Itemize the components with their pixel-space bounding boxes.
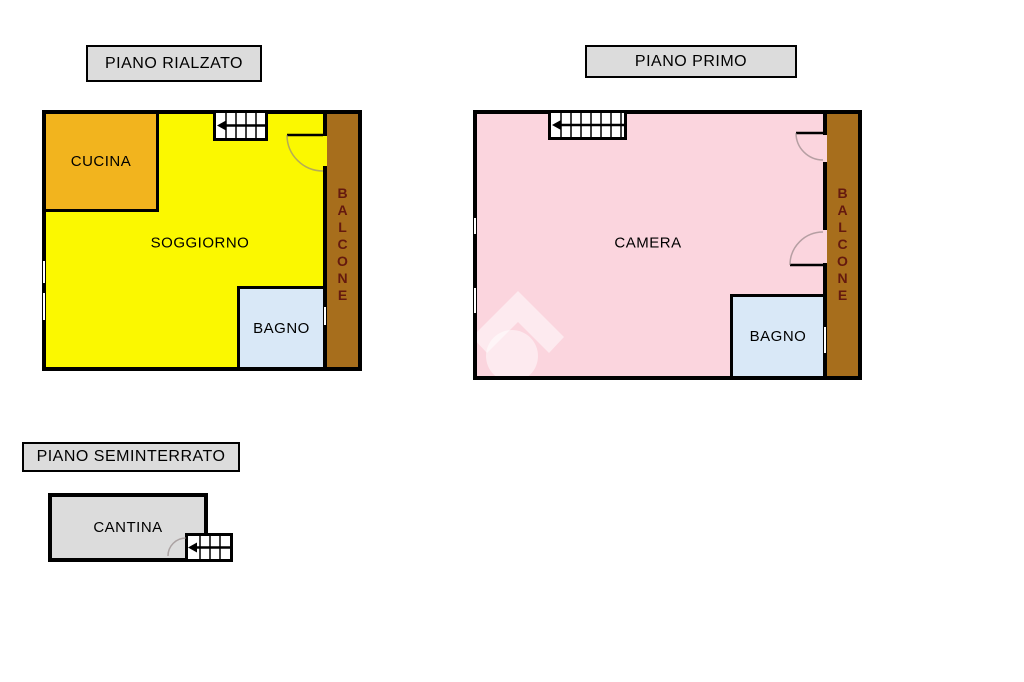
plan-primo-interior: BALCONE BAGNO CAMERA bbox=[477, 114, 858, 376]
floor-label-rialzato-text: PIANO RIALZATO bbox=[105, 54, 243, 72]
window-icon bbox=[324, 307, 326, 325]
door-opening bbox=[823, 135, 827, 162]
room-bagno-primo: BAGNO bbox=[730, 294, 823, 376]
room-cantina-label: CANTINA bbox=[93, 519, 163, 536]
door-opening bbox=[823, 230, 827, 263]
house-logo-watermark bbox=[477, 291, 564, 376]
window-icon bbox=[474, 288, 476, 313]
window-icon bbox=[474, 218, 476, 234]
plan-cantina: CANTINA bbox=[48, 493, 208, 562]
room-soggiorno-label: SOGGIORNO bbox=[150, 234, 250, 252]
room-bagno-primo-label: BAGNO bbox=[749, 328, 807, 345]
plan-rialzato-interior: CUCINA BALCONE BAGNO SOGGIORNO bbox=[46, 114, 358, 367]
stairs-icon bbox=[185, 533, 233, 562]
window-icon bbox=[43, 261, 45, 283]
room-balcone-rialzato: BALCONE bbox=[323, 114, 358, 367]
floor-label-seminterrato-text: PIANO SEMINTERRATO bbox=[36, 448, 226, 465]
room-camera-label: CAMERA bbox=[614, 234, 682, 252]
room-cucina-label: CUCINA bbox=[70, 153, 132, 170]
window-icon bbox=[43, 293, 45, 320]
plan-rialzato: CUCINA BALCONE BAGNO SOGGIORNO bbox=[42, 110, 362, 371]
plan-primo: BALCONE BAGNO CAMERA bbox=[473, 110, 862, 380]
room-bagno-rialzato: BAGNO bbox=[237, 286, 323, 367]
floor-label-primo: PIANO PRIMO bbox=[585, 45, 797, 78]
floor-label-primo-text: PIANO PRIMO bbox=[634, 52, 748, 70]
room-cucina: CUCINA bbox=[46, 114, 159, 212]
room-balcone-rialzato-label: BALCONE bbox=[337, 185, 348, 303]
stairs-icon bbox=[548, 110, 627, 140]
floor-label-rialzato: PIANO RIALZATO bbox=[86, 45, 262, 82]
floor-label-seminterrato: PIANO SEMINTERRATO bbox=[22, 442, 240, 472]
room-bagno-rialzato-label: BAGNO bbox=[253, 319, 310, 337]
room-balcone-primo: BALCONE bbox=[823, 114, 858, 376]
stairs-icon bbox=[213, 110, 268, 141]
window-icon bbox=[824, 327, 826, 353]
room-balcone-primo-label: BALCONE bbox=[837, 185, 848, 303]
door-opening bbox=[323, 136, 327, 166]
